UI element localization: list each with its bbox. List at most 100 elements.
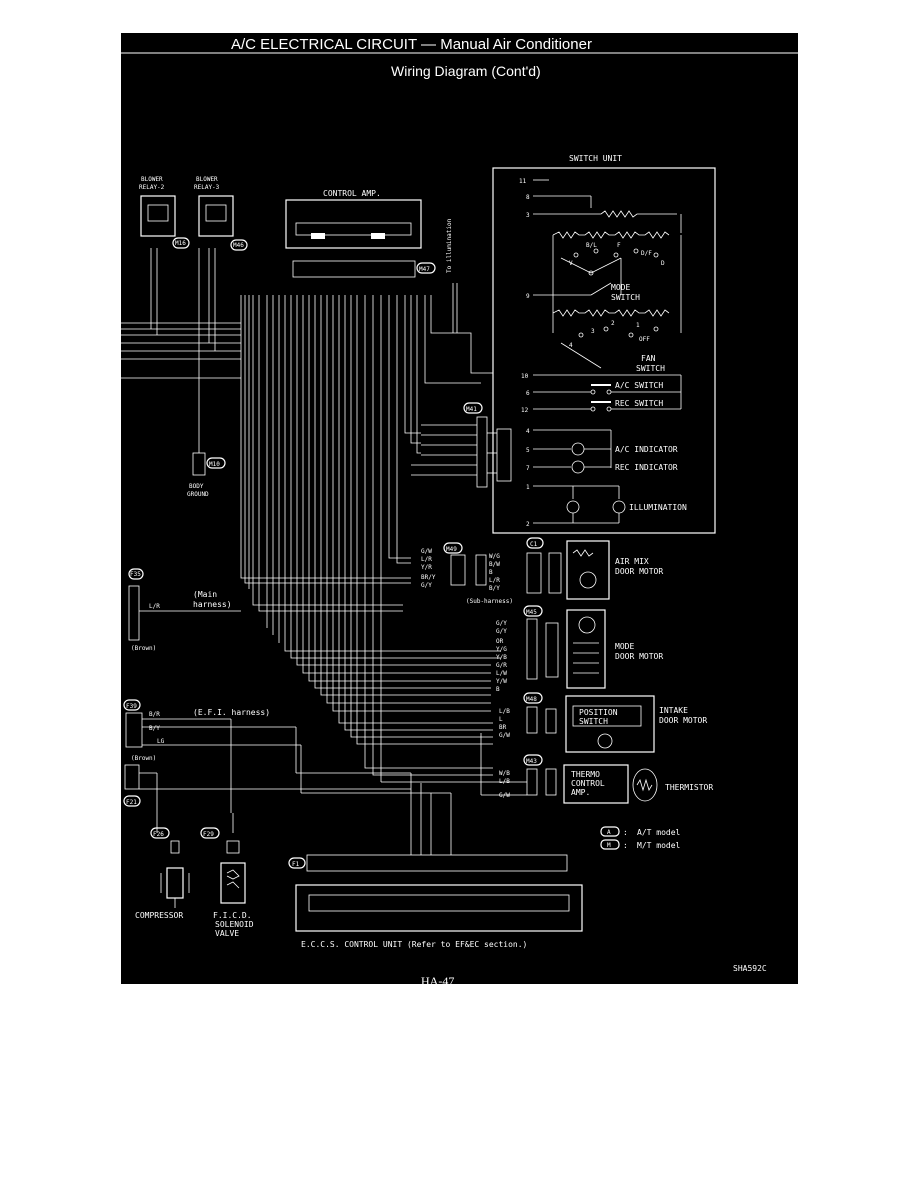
conn-m47: M47: [419, 266, 430, 273]
legend-text-m: M/T model: [637, 841, 681, 850]
blower-relay-3-label-2: RELAY-3: [194, 184, 220, 191]
mode-switch-label-2: SWITCH: [611, 293, 640, 302]
conn-f1: F1: [292, 861, 300, 868]
conn-m48: M48: [526, 696, 537, 703]
svg-text:D/F: D/F: [641, 250, 652, 257]
intake-door-motor-box: [565, 695, 655, 753]
pin-11: 11: [519, 178, 527, 185]
conn-m45: M45: [526, 609, 537, 616]
svg-text:D: D: [661, 260, 665, 267]
fan-switch-label-1: FAN: [641, 354, 656, 363]
svg-text:BR/Y: BR/Y: [421, 574, 436, 581]
legend: A : A/T model M : M/T model: [600, 826, 681, 850]
pin-1: 1: [526, 484, 530, 491]
legend-symbol-a: A: [607, 829, 611, 836]
svg-text::: :: [623, 841, 628, 850]
harness-bus: [121, 248, 501, 782]
figure-code: SHA592C: [733, 964, 767, 973]
page-number: HA-47: [421, 974, 454, 984]
blower-relay-3-box: [198, 195, 234, 237]
efi-section: F39 (E.F.I. harness) B/R B/Y LG (Brown) …: [123, 699, 452, 938]
ficd-label-2: SOLENOID: [215, 920, 254, 929]
conn-f39: F39: [126, 703, 137, 710]
body-ground-label-1: BODY: [189, 483, 204, 490]
conn-f21: F21: [126, 799, 137, 806]
svg-text:Y/B: Y/B: [496, 654, 507, 661]
conn-m41: M41: [466, 406, 477, 413]
ac-indicator-label: A/C INDICATOR: [615, 445, 678, 454]
thermo-section: M43 W/B L/B G/W THERMO CONTROL AMP. THER…: [381, 733, 713, 804]
mode-switch-label-1: MODE: [611, 283, 630, 292]
svg-text:B: B: [496, 686, 500, 693]
illumination-label: ILLUMINATION: [629, 503, 687, 512]
svg-text:G/W: G/W: [499, 792, 510, 799]
svg-text:G/W: G/W: [499, 732, 510, 739]
svg-text:OR: OR: [496, 638, 504, 645]
svg-text:L: L: [499, 716, 503, 723]
brown-label-2: (Brown): [131, 755, 156, 762]
rec-switch-label: REC SWITCH: [615, 399, 663, 408]
main-harness-label-2: harness): [193, 600, 232, 609]
air-mix-motor-box: [566, 540, 610, 600]
thermistor-label: THERMISTOR: [665, 783, 713, 792]
svg-text:V: V: [569, 260, 573, 267]
svg-text:4: 4: [569, 342, 573, 349]
svg-text:B/L: B/L: [586, 242, 597, 249]
svg-text:3: 3: [591, 328, 595, 335]
diagram-subtitle: Wiring Diagram (Cont'd): [391, 63, 541, 79]
position-switch-label-2: SWITCH: [579, 717, 608, 726]
wiring-diagram: A/C ELECTRICAL CIRCUIT — Manual Air Cond…: [121, 36, 798, 984]
mode-door-section: M45 G/Y G/Y OR Y/G Y/B G/R L/W Y/W B MOD…: [496, 605, 663, 693]
svg-text:G/Y: G/Y: [421, 582, 432, 589]
thermo-amp-label-2: CONTROL: [571, 779, 605, 788]
svg-text:B/W: B/W: [489, 561, 500, 568]
blower-relay-3-label-1: BLOWER: [196, 176, 218, 183]
fan-switch-label-2: SWITCH: [636, 364, 665, 373]
ficd-label-3: VALVE: [215, 929, 239, 938]
diagram-sheet: A/C ELECTRICAL CIRCUIT — Manual Air Cond…: [121, 33, 798, 984]
eccs-section: F1 E.C.C.S. CONTROL UNIT (Refer to EF&EC…: [288, 833, 583, 949]
pin-4: 4: [526, 428, 530, 435]
conn-m46: M46: [233, 242, 244, 249]
body-ground-label-2: GROUND: [187, 491, 209, 498]
svg-text:B: B: [489, 569, 493, 576]
ac-switch-label: A/C SWITCH: [615, 381, 663, 390]
svg-text:G/W: G/W: [421, 548, 432, 555]
svg-text:W/B: W/B: [499, 770, 510, 777]
svg-text:L/R: L/R: [489, 577, 500, 584]
svg-text:Y/G: Y/G: [496, 646, 507, 653]
control-amp: CONTROL AMP. M47 To illumination: [285, 189, 458, 333]
connector-m41-group: M41: [411, 402, 512, 488]
svg-text:G/Y: G/Y: [496, 620, 507, 627]
mode-door-motor-label-1: MODE: [615, 642, 634, 651]
pin-12: 12: [521, 407, 529, 414]
pin-7: 7: [526, 465, 530, 472]
body-ground: M10 BODY GROUND: [187, 452, 226, 498]
svg-text:Y/R: Y/R: [421, 564, 432, 571]
blower-relays: BLOWER RELAY-2 BLOWER RELAY-3 M16 M46: [139, 176, 248, 251]
brown-label: (Brown): [131, 645, 156, 652]
svg-text:W/G: W/G: [489, 553, 500, 560]
blower-relay-2-label-1: BLOWER: [141, 176, 163, 183]
svg-text:OFF: OFF: [639, 336, 650, 343]
intake-door-motor-label-2: DOOR MOTOR: [659, 716, 707, 725]
eccs-unit-label: E.C.C.S. CONTROL UNIT (Refer to EF&EC se…: [301, 940, 527, 949]
position-switch-label-1: POSITION: [579, 708, 618, 717]
svg-text:L/R: L/R: [421, 556, 432, 563]
main-harness-section: F35 L/R (Main harness) (Brown): [128, 568, 241, 652]
conn-m49: M49: [446, 546, 457, 553]
ficd-valve-symbol: [220, 862, 246, 904]
conn-f26: F26: [153, 831, 164, 838]
compressor-symbol: [166, 867, 184, 899]
intake-door-motor-label-1: INTAKE: [659, 706, 688, 715]
svg-text:G/Y: G/Y: [496, 628, 507, 635]
svg-text:2: 2: [611, 320, 615, 327]
legend-symbol-m: M: [607, 842, 611, 849]
switch-unit-box: [492, 167, 716, 534]
pin-3: 3: [526, 212, 530, 219]
conn-f29: F29: [203, 831, 214, 838]
air-mix-motor-label-2: DOOR MOTOR: [615, 567, 663, 576]
blower-relay-2-label-2: RELAY-2: [139, 184, 165, 191]
svg-text:F: F: [617, 242, 621, 249]
svg-text:M10: M10: [209, 461, 220, 468]
